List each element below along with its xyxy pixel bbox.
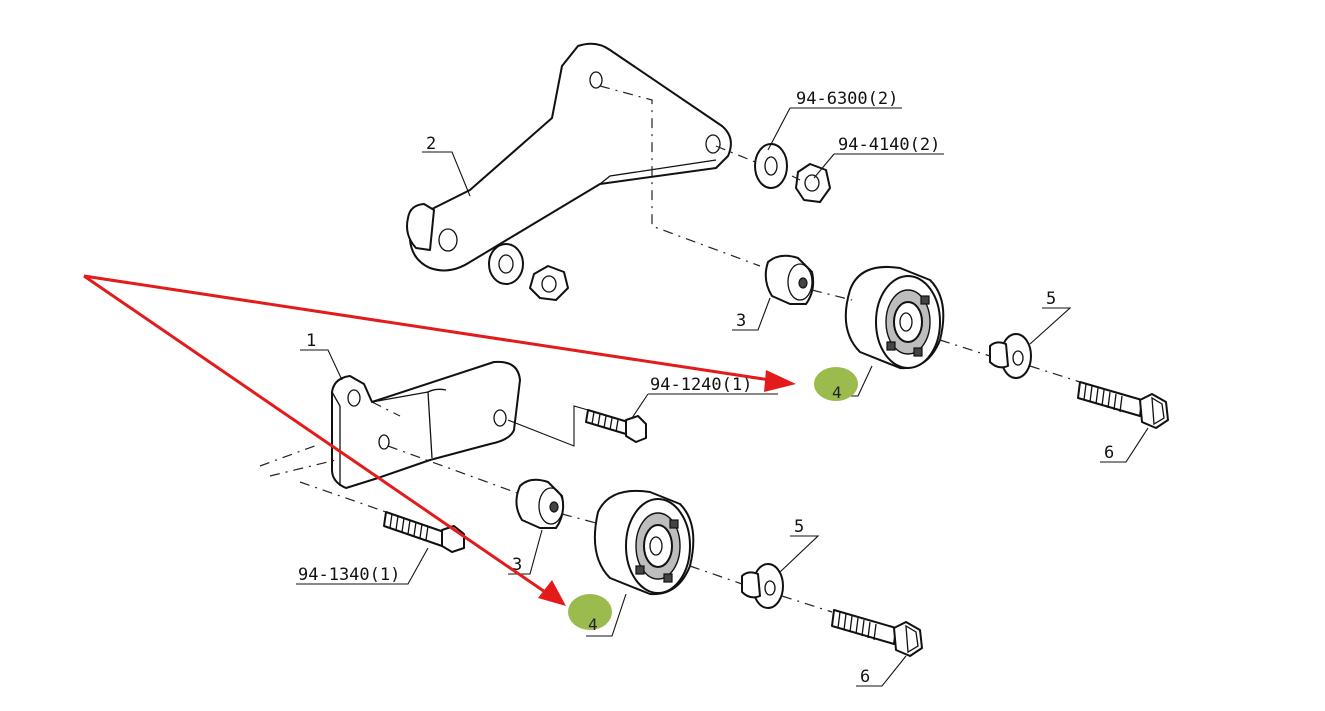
upper-bracket <box>406 42 732 272</box>
leader-3-lower <box>508 529 543 575</box>
leader-94-4140 <box>813 153 944 179</box>
leader-3-upper <box>732 297 771 331</box>
arrowhead-upper <box>764 370 796 392</box>
upper-spacer <box>764 254 815 305</box>
upper-pulley-axis <box>811 289 1081 383</box>
lower-flange-bushing <box>741 563 784 609</box>
leader-5-lower <box>779 535 820 573</box>
leader-94-1340 <box>296 547 429 585</box>
nut-94-4140 <box>795 163 831 203</box>
label-3-lower: 3 <box>512 555 522 575</box>
label-2: 2 <box>426 134 436 154</box>
label-94-4140: 94-4140(2) <box>838 135 940 155</box>
lower-spacer <box>515 478 565 529</box>
upper-loose-washer <box>488 243 524 285</box>
label-1: 1 <box>306 331 316 351</box>
label-5-upper: 5 <box>1046 289 1056 309</box>
lower-screw-link <box>507 405 589 447</box>
leader-5-upper <box>1029 307 1072 345</box>
label-3-upper: 3 <box>736 311 746 331</box>
lower-bracket-axis <box>371 401 521 495</box>
label-6-upper: 6 <box>1104 443 1114 463</box>
highlight-lower-4 <box>568 594 612 630</box>
leader-4-lower <box>586 593 627 637</box>
leader-2 <box>422 151 471 197</box>
leader-94-1240 <box>631 393 778 419</box>
label-4-upper: 4 <box>832 383 842 402</box>
arrow-to-upper-4 <box>83 274 771 382</box>
leader-1 <box>300 349 343 381</box>
highlight-upper-4 <box>814 367 858 401</box>
upper-bolt-axis <box>715 145 801 181</box>
lower-pulley <box>593 489 695 596</box>
red-arrows <box>83 274 796 606</box>
screw-94-1240 <box>585 409 647 443</box>
upper-flange-bushing <box>989 333 1032 379</box>
lower-bolt <box>831 609 923 657</box>
arrowhead-lower <box>538 580 566 606</box>
label-94-6300: 94-6300(2) <box>796 89 898 109</box>
label-94-1240: 94-1240(1) <box>650 375 752 395</box>
upper-loose-nut <box>529 265 569 301</box>
leader-6-lower <box>856 655 907 687</box>
arrow-to-lower-4 <box>83 274 549 596</box>
leader-94-6300 <box>767 107 902 151</box>
lower-pulley-axis <box>561 513 833 613</box>
leader-6-upper <box>1100 427 1149 463</box>
screw-94-1340 <box>383 511 465 553</box>
upper-pulley <box>844 266 945 370</box>
upper-axis-line <box>599 85 761 267</box>
label-4-lower: 4 <box>588 615 598 634</box>
lower-bracket <box>331 360 521 489</box>
label-94-1340: 94-1340(1) <box>298 565 400 585</box>
washer-94-6300 <box>754 143 788 189</box>
label-5-lower: 5 <box>794 517 804 537</box>
lower-axis-line <box>259 443 387 513</box>
label-6-lower: 6 <box>860 667 870 687</box>
upper-bolt <box>1077 381 1169 429</box>
